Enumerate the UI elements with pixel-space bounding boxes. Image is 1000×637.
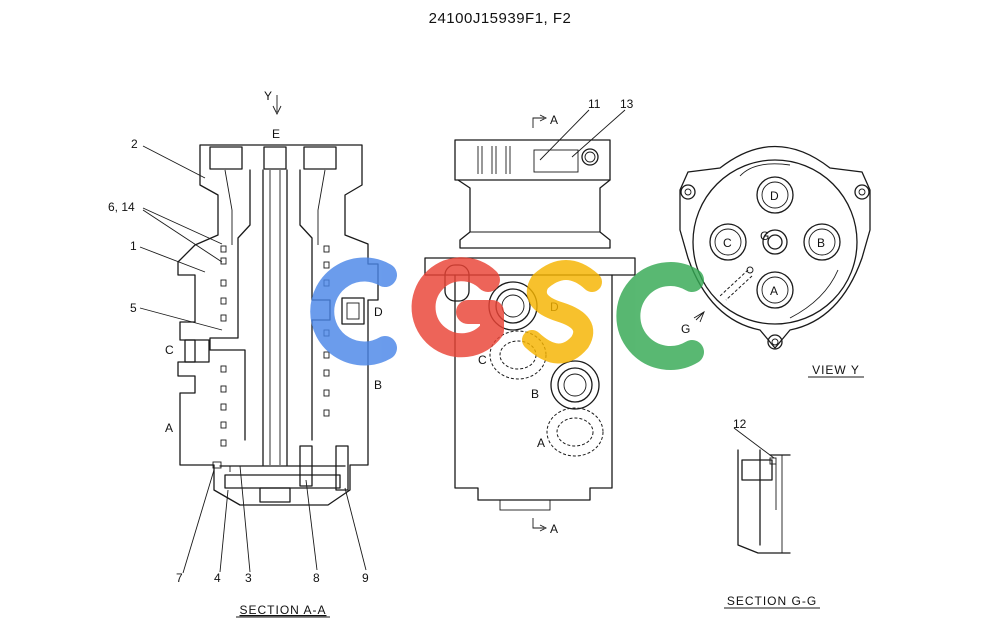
port-d-label-left: D	[374, 305, 383, 319]
part-11-label: 11	[588, 97, 601, 111]
part-6-14-label: 6, 14	[108, 200, 135, 214]
view-y-caption: VIEW Y	[812, 363, 860, 377]
view-y-port-a-label: A	[770, 284, 778, 298]
part-9-label: 9	[362, 571, 369, 585]
view-y	[679, 145, 871, 350]
watermark-letter-c2	[616, 262, 704, 370]
view-y-port-d-label: D	[770, 189, 779, 203]
part-2-label: 2	[131, 137, 138, 151]
part-8-label: 8	[313, 571, 320, 585]
side-port-b-label: B	[531, 387, 539, 401]
port-e-label: E	[272, 127, 280, 141]
watermark-logo	[310, 257, 704, 370]
section-aa-labels: Y E 2 6, 14 1 5 C A D B 7 4 3 8 9 SECTIO…	[108, 89, 383, 618]
side-port-a-label: A	[537, 436, 545, 450]
view-y-port-b-label: B	[817, 236, 825, 250]
port-c-label-left: C	[165, 343, 174, 357]
section-gg-view: 12 SECTION G-G	[724, 417, 820, 609]
section-gg-caption: SECTION G-G	[727, 594, 817, 608]
side-port-c-label: C	[478, 353, 487, 367]
drawing-title: 24100J15939F1, F2	[429, 10, 572, 27]
watermark-letter-c1	[310, 257, 397, 366]
section-marker-a-top: A	[550, 113, 558, 127]
side-view	[424, 139, 636, 511]
side-view-leaders	[532, 109, 626, 532]
watermark-letter-s	[522, 260, 602, 364]
part-7-label: 7	[176, 571, 183, 585]
section-aa-caption: SECTION A-A	[239, 603, 326, 617]
port-a-label-left: A	[165, 421, 173, 435]
section-marker-a-bottom: A	[550, 522, 558, 536]
watermark-letter-g	[411, 257, 504, 358]
section-aa-view	[177, 144, 379, 506]
port-b-label-left: B	[374, 378, 382, 392]
view-y-g-arrow-label: G	[681, 322, 690, 336]
part-1-label: 1	[130, 239, 137, 253]
part-4-label: 4	[214, 571, 221, 585]
view-y-labels: D C G B A G VIEW Y	[681, 189, 864, 378]
view-y-port-c-label: C	[723, 236, 732, 250]
part-12-label: 12	[733, 417, 747, 431]
y-arrow-label: Y	[264, 89, 272, 103]
section-aa-leaders	[139, 95, 367, 574]
view-y-port-g-label: G	[760, 229, 769, 243]
part-5-label: 5	[130, 301, 137, 315]
part-3-label: 3	[245, 571, 252, 585]
part-13-label: 13	[620, 97, 634, 111]
